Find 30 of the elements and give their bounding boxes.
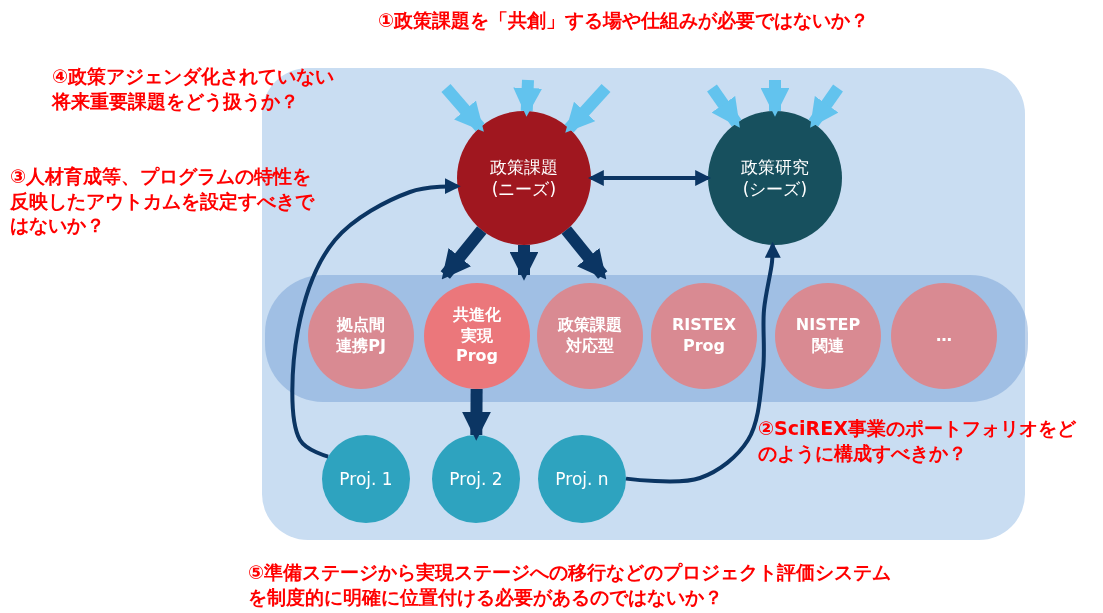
circle-label: 政策研究(シーズ) xyxy=(740,155,810,201)
circle-label: 拠点間連携PJ xyxy=(335,315,387,357)
arrow xyxy=(808,84,843,128)
arrow xyxy=(440,226,487,280)
arrow xyxy=(760,80,790,117)
circle-label: 政策課題(ニーズ) xyxy=(489,155,559,201)
arrow xyxy=(707,84,742,128)
question-text: ②SciREX事業のポートフォリオをどのように構成すべきか？ xyxy=(758,416,1077,466)
question-text: ⑤準備ステージから実現ステージへの移行などのプロジェクト評価システムを制度的に明確に位置付ける必要があるのではないか？ xyxy=(248,560,893,610)
circle-label: Proj. 2 xyxy=(449,467,503,491)
arrow xyxy=(290,178,461,459)
arrow xyxy=(441,84,485,132)
question-text: ④政策アジェンダ化されていない将来重要課題をどう扱うか？ xyxy=(52,64,336,114)
question-text: ③人材育成等、プログラムの特性を反映したアウトカムを設定すべきではないか？ xyxy=(10,164,316,239)
circle-label: Proj. 1 xyxy=(339,467,393,491)
arrow xyxy=(625,241,781,484)
program-band xyxy=(265,275,1028,402)
arrow xyxy=(561,226,608,280)
circle-label: NISTEP関連 xyxy=(794,315,862,357)
circle-label: 政策課題対応型 xyxy=(557,315,623,357)
arrow xyxy=(564,83,611,133)
circle-label: 共進化実現Prog xyxy=(452,304,502,368)
question-text: ①政策課題を「共創」する場や仕組みが必要ではないか？ xyxy=(378,8,870,33)
circle-label: RISTEX Prog xyxy=(671,315,737,357)
circle-label: … xyxy=(935,325,953,347)
arrow xyxy=(509,245,539,281)
double-arrow xyxy=(587,170,712,186)
arrow xyxy=(513,79,543,117)
circle-label: Proj. n xyxy=(555,467,609,491)
arrow xyxy=(462,388,491,441)
